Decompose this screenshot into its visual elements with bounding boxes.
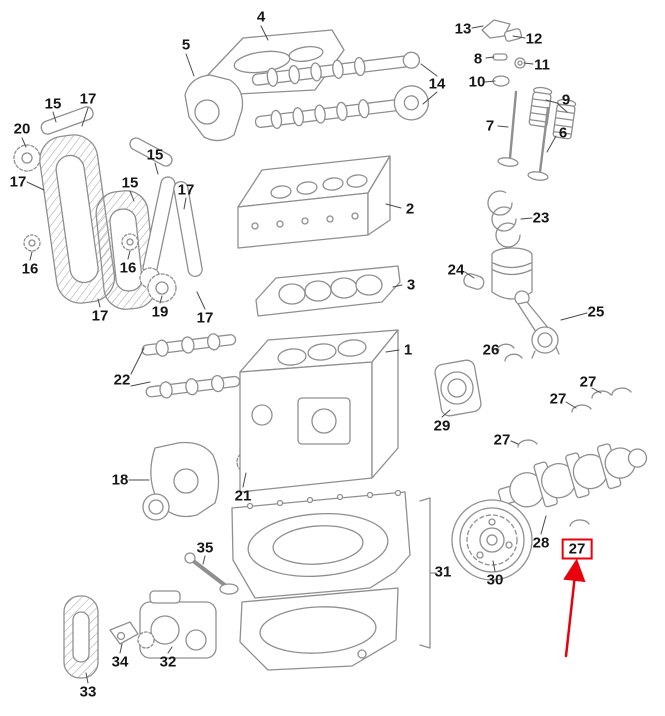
chain-guide-rails-drawing — [40, 106, 203, 278]
crankshaft-drawing — [497, 443, 648, 508]
oil-pump-chain-drawing — [63, 595, 99, 679]
rod-bearings-drawing — [496, 343, 523, 362]
rear-seal-drawing — [434, 359, 482, 417]
piston-drawing — [463, 247, 533, 300]
highlight-arrow — [563, 558, 586, 658]
crank-pulley-drawing — [451, 499, 533, 581]
valvetrain-small-parts-drawing — [481, 19, 526, 87]
leader-lines — [21, 25, 602, 684]
oil-pan-lower-drawing — [239, 587, 399, 671]
chain-tensioner-drawing — [109, 621, 139, 645]
connecting-rod-drawing — [514, 290, 560, 359]
valve-springs-drawing — [528, 86, 577, 140]
timing-chain-drawing — [39, 134, 157, 310]
valves-drawing — [497, 90, 550, 181]
engine-block-drawing — [239, 329, 399, 493]
front-cover-drawing — [142, 441, 220, 521]
upper-timing-cover-drawing — [184, 74, 244, 142]
balance-shafts-drawing — [141, 333, 241, 399]
main-bearings-drawing — [517, 387, 632, 448]
camshafts-drawing — [251, 51, 430, 130]
head-gasket-drawing — [255, 265, 401, 317]
piston-rings-drawing — [487, 190, 521, 248]
thrust-washer-drawing — [569, 519, 590, 527]
oil-pump-drawing — [137, 590, 217, 659]
cylinder-head-drawing — [237, 155, 391, 249]
pan-group-bracket — [419, 497, 437, 649]
oil-pickup-drawing — [184, 552, 239, 595]
oil-pan-upper-drawing — [231, 489, 411, 599]
